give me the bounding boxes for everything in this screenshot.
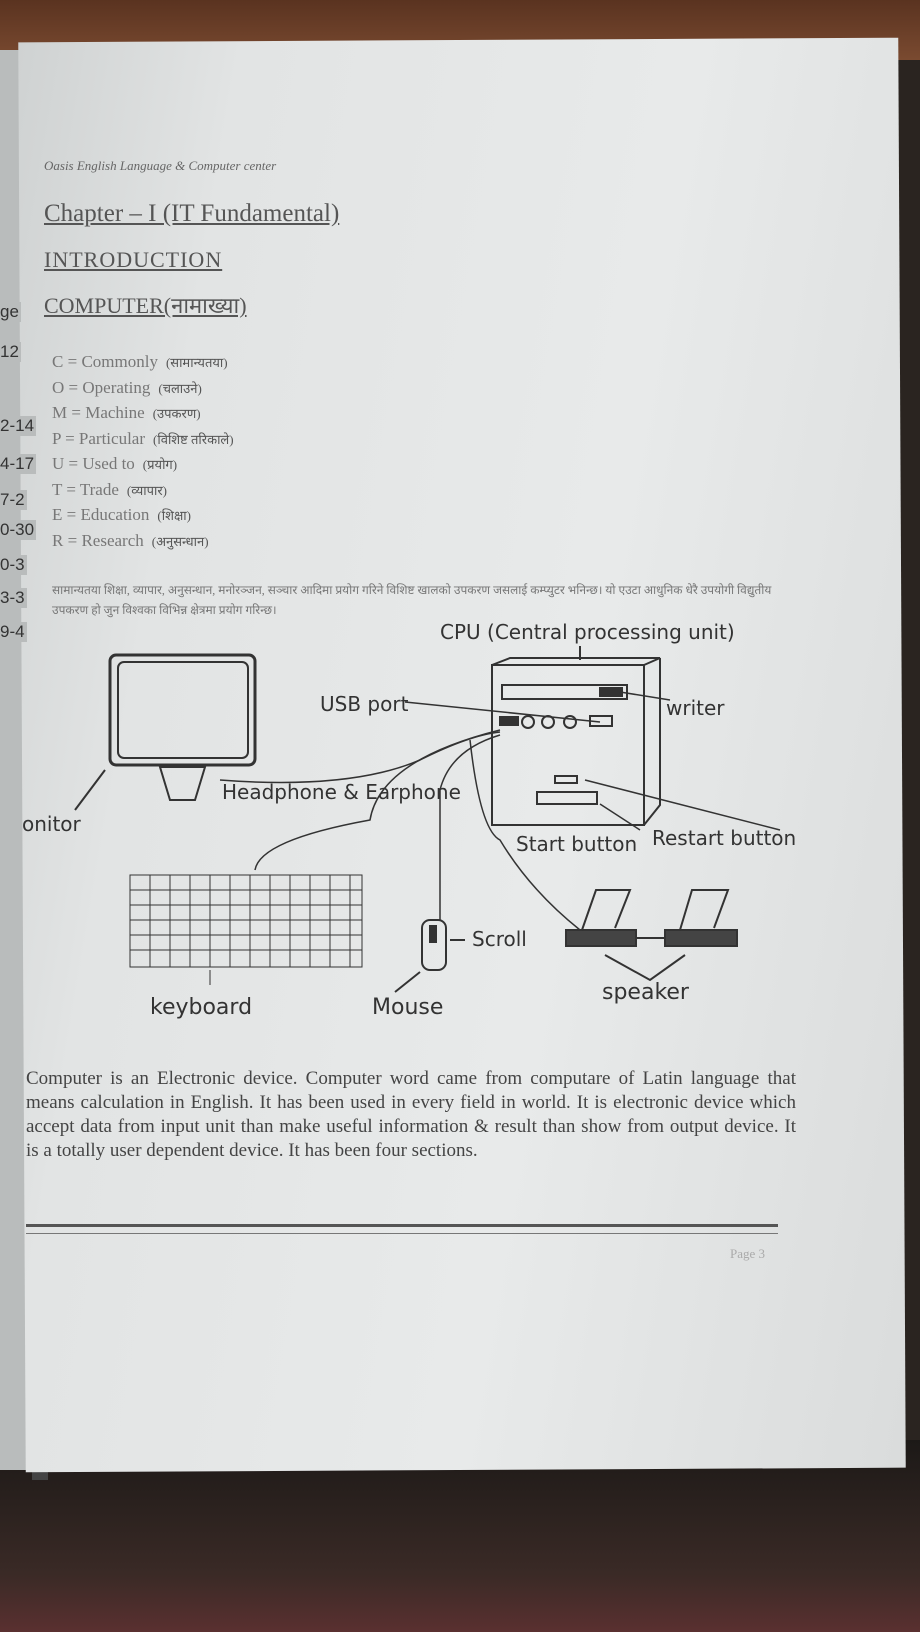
background-floor — [0, 1440, 920, 1632]
margin-tab: 4-17 — [0, 454, 37, 474]
page-number: Page 3 — [730, 1246, 766, 1261]
equals-sign: = — [62, 479, 80, 499]
chapter-title: Chapter – I (IT Fundamental) — [44, 200, 340, 227]
acronym-nepali: (अनुसन्धान) — [151, 533, 209, 549]
acronym-letter: P — [52, 428, 61, 448]
body-paragraph: Computer is an Electronic device. Comput… — [26, 1068, 796, 1161]
equals-sign: = — [67, 403, 86, 422]
speakers-illustration — [565, 889, 738, 982]
label-mouse: Mouse — [372, 995, 444, 1020]
acronym-item: U = Used to (प्रयोग) — [52, 452, 234, 478]
monitor-illustration — [74, 653, 257, 811]
acronym-letter: R — [52, 530, 64, 550]
mouse-illustration — [394, 919, 465, 993]
equals-sign: = — [62, 505, 81, 524]
acronym-nepali: (उपकरण) — [152, 406, 201, 421]
label-writer: writer — [666, 696, 725, 720]
acronym-nepali: (सामान्यतया) — [165, 355, 228, 370]
page-header: Oasis English Language & Computer center — [44, 158, 277, 173]
computer-diagram — [74, 646, 781, 993]
acronym-nepali: (चलाउने) — [158, 380, 202, 396]
acronym-letter: O — [52, 377, 65, 397]
acronym-nepali: (शिक्षा) — [157, 508, 191, 523]
equals-sign: = — [64, 454, 83, 473]
margin-tab: 0-3 — [0, 555, 27, 575]
equals-sign: = — [60, 428, 79, 448]
acronym-list: C = Commonly (सामान्यतया) O = Operating (चल… — [52, 350, 234, 554]
acronym-letter: U — [52, 454, 65, 473]
label-restart-button: Restart button — [652, 826, 797, 850]
margin-tab: 3-3 — [0, 588, 27, 608]
acronym-letter: T — [52, 479, 63, 499]
acronym-word: Machine — [85, 403, 145, 422]
margin-tab: 9-4 — [0, 622, 27, 642]
margin-tab: 7-2 — [0, 490, 27, 510]
section-title: INTRODUCTION — [44, 247, 223, 272]
acronym-word: Education — [80, 505, 150, 524]
subsection-title: COMPUTER(नामाख्या) — [44, 293, 247, 318]
acronym-word: Used to — [82, 454, 135, 473]
acronym-item: R = Research (अनुसन्धान) — [52, 529, 234, 555]
label-headphone: Headphone & Earphone — [222, 780, 461, 804]
footer-rule — [26, 1224, 778, 1234]
acronym-item: E = Education (शिक्षा) — [52, 503, 234, 529]
margin-tab: 2-14 — [0, 416, 37, 436]
acronym-item: P = Particular (विशिष्ट तरिकाले) — [52, 427, 234, 453]
acronym-letter: C — [52, 352, 64, 371]
acronym-nepali: (विशिष्ट तरिकाले) — [153, 431, 234, 447]
acronym-item: M = Machine (उपकरण) — [52, 401, 234, 427]
label-keyboard: keyboard — [150, 995, 253, 1020]
margin-tab: 0-30 — [0, 520, 37, 540]
acronym-word: Operating — [82, 377, 151, 397]
acronym-nepali: (प्रयोग) — [142, 457, 178, 472]
acronym-word: Commonly — [81, 352, 158, 371]
cpu-illustration — [491, 646, 661, 826]
cables — [219, 691, 781, 931]
acronym-letter: E — [52, 505, 63, 524]
acronym-word: Trade — [79, 479, 119, 499]
acronym-word: Particular — [78, 428, 146, 448]
label-start-button: Start button — [516, 832, 638, 856]
acronym-word: Research — [81, 530, 144, 550]
acronym-item: O = Operating (चलाउने) — [52, 376, 234, 402]
margin-tab: ge — [0, 302, 21, 322]
acronym-letter: M — [52, 403, 68, 422]
equals-sign: = — [63, 352, 82, 371]
acronym-nepali: (व्यापार) — [126, 482, 167, 498]
keyboard-illustration — [129, 874, 363, 985]
acronym-item: C = Commonly (सामान्यतया) — [52, 350, 234, 376]
equals-sign: = — [64, 377, 83, 397]
label-monitor: onitor — [22, 812, 81, 836]
label-cpu: CPU (Central processing unit) — [440, 620, 735, 644]
label-scroll: Scroll — [472, 927, 527, 951]
margin-tab: 12 — [0, 342, 21, 362]
nepali-paragraph: सामान्यतया शिक्षा, व्यापार, अनुसन्धान, म… — [52, 583, 772, 617]
label-speaker: speaker — [602, 980, 689, 1005]
label-usb-port: USB port — [320, 692, 409, 716]
equals-sign: = — [63, 530, 82, 550]
acronym-item: T = Trade (व्यापार) — [52, 478, 234, 504]
